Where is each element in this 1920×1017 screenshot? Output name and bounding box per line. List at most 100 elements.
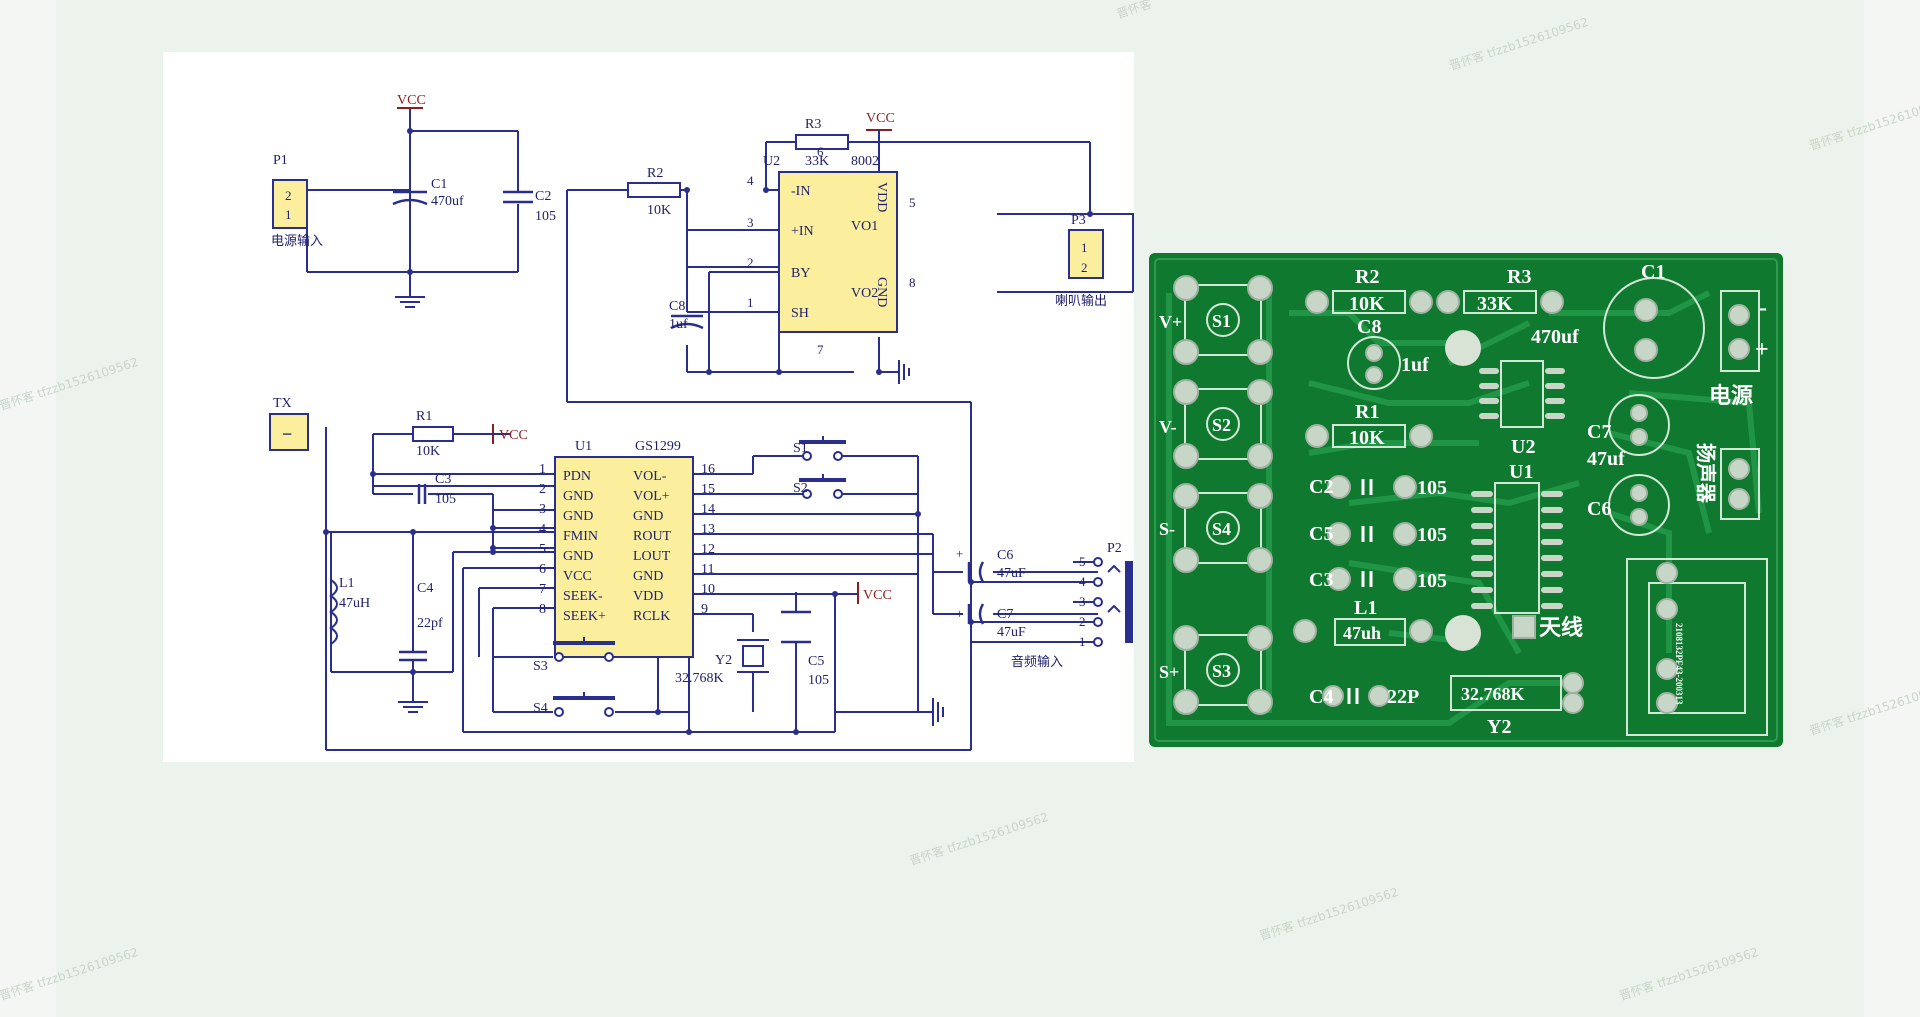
- c3-label: C3: [435, 472, 451, 487]
- label-r1-value: 10K: [1349, 427, 1385, 449]
- u1-pin-name: GND: [563, 509, 593, 524]
- u2-pin7: 7: [817, 342, 824, 357]
- watermark: 晋怀客 tfzzb1526109562: [1257, 884, 1401, 944]
- label-r3-value: 33K: [1477, 293, 1513, 315]
- u2-pin5: 5: [909, 195, 916, 210]
- silkscreen-text: V+ V- S- S+ S1 S2 S4 S3 R2 10K R3 33K C1…: [1159, 261, 1769, 738]
- watermark: 晋怀客: [1114, 0, 1154, 22]
- c8-label: C8: [669, 299, 685, 314]
- u1-pin-number: 16: [701, 462, 715, 477]
- schematic-svg: P1 2 1 电源输入 VCC C1 470uf C2 105 R3 33K R…: [269, 93, 1138, 751]
- label-r1: R1: [1355, 401, 1379, 423]
- u2-label: U2: [763, 154, 780, 169]
- watermark: 晋怀客 tfzzb1526109562: [1807, 679, 1920, 739]
- s3-switch: [553, 637, 615, 662]
- watermark: 晋怀客 tfzzb1526109562: [0, 944, 141, 1004]
- r2-label: R2: [647, 166, 663, 181]
- p1-pin2: 2: [285, 188, 292, 203]
- ground-symbol: [932, 698, 944, 726]
- tx-antenna: [269, 413, 309, 451]
- schematic-labels: P1 2 1 电源输入 VCC C1 470uf C2 105 R3 33K R…: [271, 93, 1122, 716]
- label-plus: +: [1755, 337, 1769, 363]
- watermark: 晋怀客 tfzzb1526109562: [1807, 94, 1920, 154]
- label-c2: C2: [1309, 476, 1333, 498]
- s4-switch: [553, 692, 615, 717]
- u1-pin-number: 9: [701, 602, 708, 617]
- silkscreen-outlines: [1184, 277, 1768, 736]
- p2-jack: [1093, 557, 1133, 647]
- u2-pin3: 3: [747, 215, 754, 230]
- label-u1: U1: [1509, 461, 1533, 483]
- label-r3: R3: [1507, 266, 1531, 288]
- c2-value: 105: [535, 209, 556, 224]
- r2-resistor: [627, 182, 681, 198]
- circuit-schematic: P1 2 1 电源输入 VCC C1 470uf C2 105 R3 33K R…: [163, 52, 1138, 762]
- u1-pin-name: VOL+: [633, 489, 670, 504]
- label-power: 电源: [1709, 383, 1753, 408]
- s2-switch: [799, 474, 846, 499]
- c7-value: 47uF: [997, 625, 1026, 640]
- label-u2: U2: [1511, 436, 1535, 458]
- u1-pin-number: 7: [539, 582, 546, 597]
- u1-pin-number: 13: [701, 522, 715, 537]
- label-c7-value: 47uf: [1587, 448, 1625, 470]
- tx-symbol: −: [282, 424, 292, 444]
- u2-pin8: 8: [909, 275, 916, 290]
- label-splus: S+: [1159, 662, 1179, 682]
- ground-symbol: [395, 296, 425, 308]
- l1-inductor: [329, 579, 338, 645]
- label-sminus: S-: [1159, 519, 1175, 539]
- u1-pin-name: RCLK: [633, 609, 670, 624]
- u1-pin-name: GND: [563, 489, 593, 504]
- p3-connector: [1068, 229, 1104, 279]
- u1-part: GS1299: [635, 439, 681, 454]
- c4-label: C4: [417, 581, 433, 596]
- u2-pin1: 1: [747, 295, 754, 310]
- pcb-svg: V+ V- S- S+ S1 S2 S4 S3 R2 10K R3 33K C1…: [1149, 253, 1783, 747]
- watermark: 晋怀客 tfzzb1526109562: [0, 354, 141, 414]
- label-c2-value: 105: [1417, 477, 1447, 499]
- u1-pin-name: GND: [633, 509, 663, 524]
- u1-pin-name: GND: [563, 549, 593, 564]
- label-s1: S1: [1212, 311, 1231, 331]
- label-c8: C8: [1357, 316, 1381, 338]
- c3-value: 105: [435, 492, 456, 507]
- u1-pin-name: SEEK-: [563, 589, 603, 604]
- p3-label: P3: [1071, 213, 1086, 228]
- u2-pin4: 4: [747, 173, 754, 188]
- label-c8-value: 1uf: [1401, 354, 1429, 376]
- u2-pin-in-plus: +IN: [791, 224, 814, 239]
- c1-value: 470uf: [431, 194, 464, 209]
- label-y2-value: 32.768K: [1461, 684, 1525, 704]
- s1-switch: [799, 436, 846, 461]
- u1-pin-number: 8: [539, 602, 546, 617]
- s3-label: S3: [533, 659, 548, 674]
- s4-label: S4: [533, 701, 548, 716]
- label-c7: C7: [1587, 421, 1611, 443]
- r2-value: 10K: [647, 203, 671, 218]
- u2-pin-in-minus: -IN: [791, 184, 810, 199]
- ic-pins: [1471, 368, 1565, 609]
- u1-pin-number: 2: [539, 482, 546, 497]
- c1-label: C1: [431, 177, 447, 192]
- u2-pin2: 2: [747, 255, 754, 270]
- u1-pin-name: VDD: [633, 589, 663, 604]
- label-serial: 2108132PF43-200313: [1674, 623, 1684, 705]
- u1-pin-name: FMIN: [563, 529, 598, 544]
- u1-pin-number: 1: [539, 462, 546, 477]
- u2-pin-vo2: VO2: [851, 286, 878, 301]
- p3-pin1: 1: [1081, 240, 1088, 255]
- r1-resistor: [412, 426, 454, 442]
- label-vplus: V+: [1159, 312, 1182, 332]
- label-l1-value: 47uh: [1343, 623, 1381, 643]
- label-c1-value: 470uf: [1531, 326, 1579, 348]
- p3-caption: 喇叭输出: [1055, 293, 1107, 308]
- p2-pin-number: 1: [1079, 634, 1086, 649]
- label-y2: Y2: [1487, 716, 1511, 738]
- p2-pin-number: 5: [1079, 554, 1086, 569]
- r3-value: 33K: [805, 154, 829, 169]
- ground-symbol: [398, 701, 428, 713]
- r1-vcc-label: VCC: [499, 428, 528, 443]
- c5-label: C5: [808, 654, 824, 669]
